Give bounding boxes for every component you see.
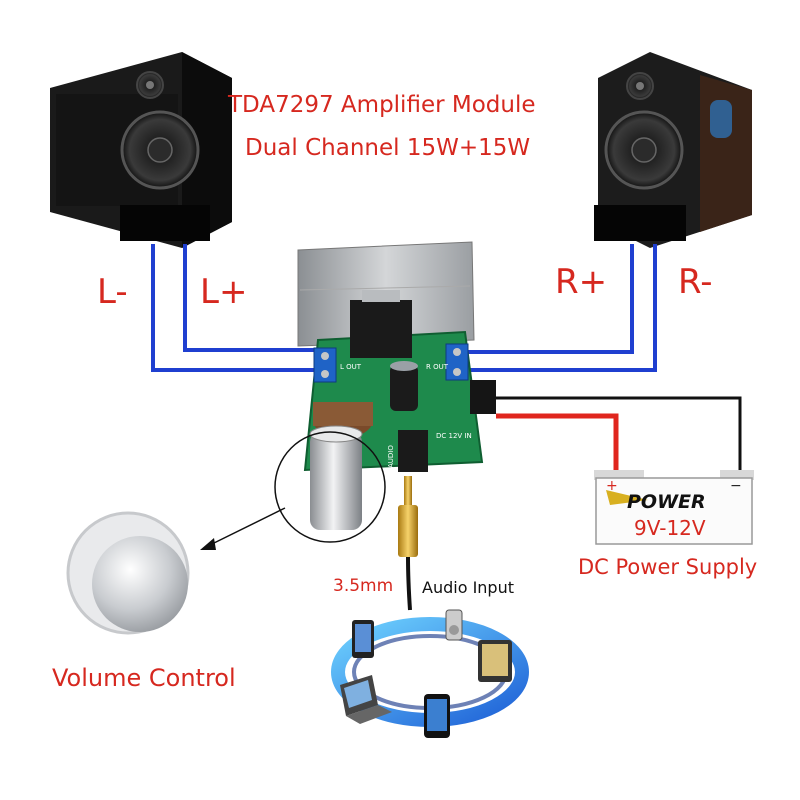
zoom-arrow [200,507,286,550]
label-dc-in: DC 12V IN [436,432,472,440]
title-line-1: TDA7297 Amplifier Module [228,92,536,118]
battery-plus: + [606,478,618,494]
label-left-positive: L+ [200,272,248,312]
lightning-icon [606,490,648,505]
power-wires [496,396,742,478]
label-right-positive: R+ [555,262,608,302]
battery-brand: POWER [627,491,706,513]
audio-plug-3-5mm [398,476,418,611]
terminal-block-left [313,347,337,383]
phone-icon [352,620,374,658]
electrolytic-capacitor [390,361,418,411]
smartphone-icon [424,694,450,738]
dc-power-supply-label: DC Power Supply [578,555,758,579]
battery-minus: − [730,478,742,494]
knob-highlight-circle [274,431,386,543]
battery-voltage: 9V-12V [634,516,706,540]
laptop-icon [340,675,392,724]
volume-knob-large [66,511,190,635]
terminal-block-right [445,343,469,381]
mp3-player-icon [445,609,463,641]
battery: + − POWER 9V-12V [594,470,754,545]
right-speaker [594,52,752,248]
aux-label: AUX连接 [390,664,439,679]
dc-jack [470,380,496,414]
wire-power-red [496,413,619,478]
title-line-2: Dual Channel 15W+15W [245,135,531,161]
wire-r-minus [462,244,657,372]
wire-l-minus [151,244,322,372]
left-speaker [50,52,232,248]
wire-power-black [496,396,742,478]
tablet-icon [478,640,512,682]
wire-r-plus [462,244,634,354]
board-volume-knob [309,425,363,530]
volume-control-label: Volume Control [52,664,236,692]
tda7297-chip [350,300,412,358]
audio-input-size: 3.5mm [333,576,394,596]
label-r-out: R OUT [426,363,449,371]
wire-l-plus [183,244,322,352]
label-audio: AUDIO [387,445,395,468]
label-l-out: L OUT [340,363,362,371]
label-right-negative: R- [678,262,713,302]
speaker-wires [151,244,657,372]
label-left-negative: L- [97,272,128,312]
audio-input-label: Audio Input [422,578,514,597]
audio-jack-socket [398,430,428,472]
